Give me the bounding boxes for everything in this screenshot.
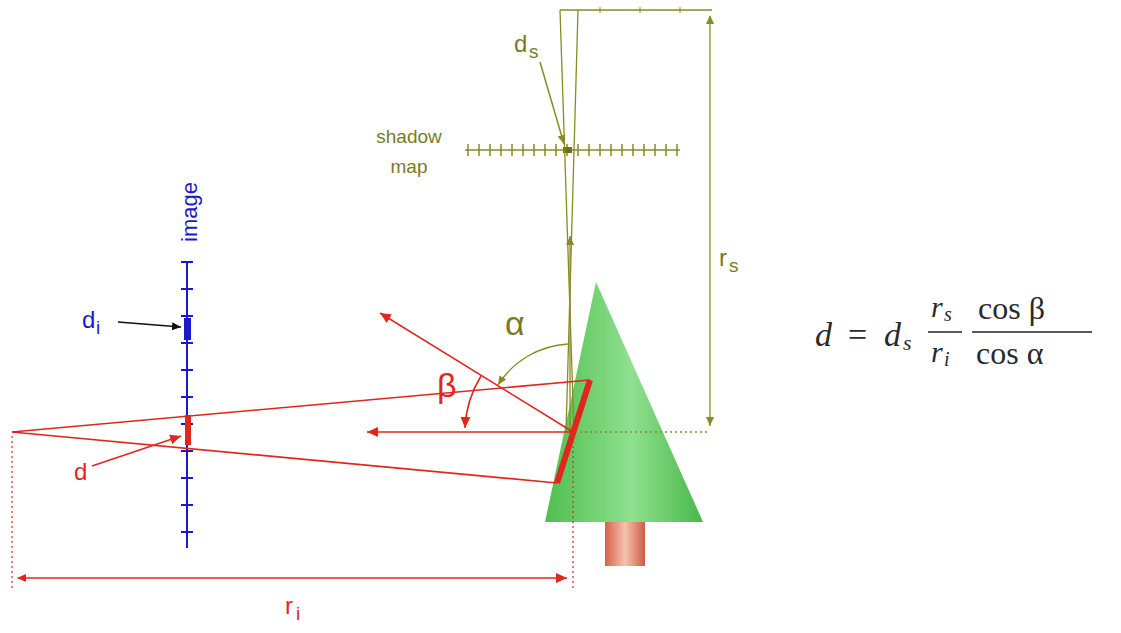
light-geometry	[498, 10, 712, 432]
shadow-map-plane	[465, 144, 680, 156]
angle-label: β	[437, 368, 457, 402]
subscript: s	[729, 256, 739, 275]
leader-line	[540, 62, 564, 144]
formula-term: cos β	[978, 292, 1045, 324]
plane-label: shadow map	[362, 122, 456, 183]
surface-patch	[557, 380, 590, 483]
leader-line	[92, 436, 181, 466]
subscript: i	[296, 604, 300, 623]
subscript: i	[96, 318, 100, 337]
subscript: s	[529, 42, 539, 61]
plane-label: image	[179, 180, 201, 244]
angle-label: α	[505, 306, 525, 340]
symbol: d	[82, 308, 95, 332]
symbol: d	[74, 460, 87, 484]
formula-symbol: r	[931, 337, 943, 367]
view-geometry	[12, 313, 590, 590]
formula-subscript: s	[903, 332, 912, 354]
tree-trunk	[605, 522, 645, 566]
symbol: d	[514, 32, 527, 56]
formula-term: cos α	[976, 337, 1043, 369]
formula-subscript: i	[944, 349, 950, 369]
formula-subscript: s	[944, 304, 952, 324]
fraction-bar	[972, 331, 1092, 333]
image-pixel	[184, 318, 191, 340]
image-plane	[181, 262, 193, 548]
formula-symbol: d	[815, 318, 832, 352]
symbol: r	[285, 594, 293, 618]
fraction-bar	[928, 331, 962, 333]
formula-symbol: =	[848, 318, 867, 352]
formula-symbol: d	[884, 318, 901, 352]
formula-symbol: r	[931, 292, 943, 322]
symbol: r	[719, 246, 727, 270]
leader-line	[118, 322, 181, 327]
projected-pixel	[185, 415, 191, 445]
